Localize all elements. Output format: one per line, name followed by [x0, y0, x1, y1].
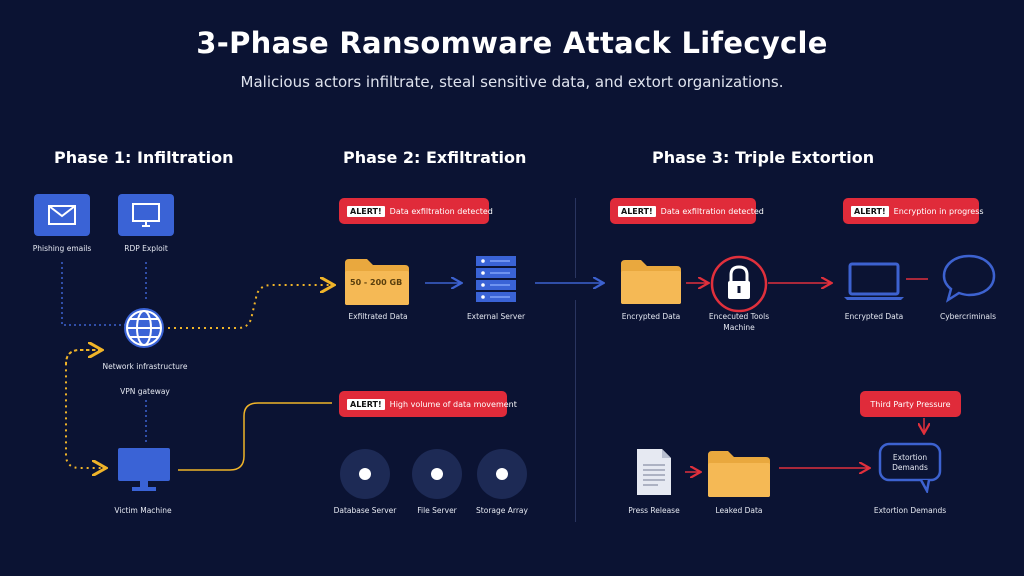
- network-label: Network infrastructure: [102, 362, 188, 371]
- rdp-label: RDP Exploit: [124, 244, 168, 253]
- fileserver-label: File Server: [417, 506, 457, 515]
- leaked-folder-icon: [708, 451, 770, 497]
- tools-label-1: Encecuted Tools: [708, 312, 770, 321]
- storage-label: Storage Array: [476, 506, 528, 515]
- database-label: Database Server: [333, 506, 397, 515]
- document-icon: [637, 449, 671, 495]
- extortion-demands-label: Extortion Demands: [873, 506, 947, 515]
- encrypted-data-label-2: Encrypted Data: [844, 312, 904, 321]
- server-icon: [476, 256, 516, 302]
- phase-1-heading: Phase 1: Infiltration: [54, 148, 234, 167]
- victim-monitor-icon: [118, 448, 170, 491]
- monitor-icon: [132, 203, 160, 227]
- divider-phase2-phase3-lower: [575, 300, 576, 522]
- alert-text: Data exfiltration detected: [389, 206, 493, 216]
- victim-label: Victim Machine: [114, 506, 172, 515]
- database-disk: [340, 449, 390, 499]
- third-party-text: Third Party Pressure: [870, 399, 951, 409]
- globe-icon: [124, 308, 164, 348]
- envelope-icon: [48, 205, 76, 225]
- alert-tag: ALERT!: [347, 398, 385, 410]
- line-phishing-to-network: [61, 262, 128, 326]
- encrypted-folder-icon: [621, 260, 681, 304]
- alert-tag: ALERT!: [347, 205, 385, 217]
- page-title: 3-Phase Ransomware Attack Lifecycle: [196, 26, 828, 60]
- external-server-label: External Server: [466, 312, 526, 321]
- cybercriminals-label: Cybercriminals: [940, 312, 996, 321]
- alert-high-volume: ALERT! High volume of data movement: [339, 391, 517, 417]
- line-loop-victim: [65, 349, 104, 468]
- lock-icon: [710, 255, 768, 313]
- line-network-to-exfil: [168, 285, 332, 329]
- alert-text: Encryption in progress: [893, 206, 984, 216]
- phase-3-heading: Phase 3: Triple Extortion: [652, 148, 875, 167]
- phase-2-heading: Phase 2: Exfiltration: [343, 148, 527, 167]
- alert-data-exfiltration: ALERT! Data exfiltration detected: [339, 198, 493, 224]
- encrypted-data-label-1: Encrypted Data: [621, 312, 681, 321]
- chat-bubble-icon: [942, 254, 996, 303]
- alert-tag: ALERT!: [618, 205, 656, 217]
- line-loop-top: [65, 350, 100, 365]
- phishing-label: Phishing emails: [32, 244, 92, 253]
- folder-size-text: 50 - 200 GB: [350, 278, 403, 287]
- bubble-text-1: Extortion: [892, 453, 928, 462]
- storage-disk: [477, 449, 527, 499]
- alert-p3-exfiltration: ALERT! Data exfiltration detected: [610, 198, 764, 224]
- vpn-label: VPN gateway: [120, 387, 170, 396]
- disk-icon: [431, 468, 443, 480]
- leaked-data-label: Leaked Data: [715, 506, 763, 515]
- divider-phase2-phase3: [575, 198, 576, 278]
- folder-icon: [345, 259, 409, 305]
- fileserver-disk: [412, 449, 462, 499]
- bubble-text-2: Demands: [892, 463, 928, 472]
- exfiltrated-label: Exfiltrated Data: [348, 312, 408, 321]
- third-party-pressure-badge: Third Party Pressure: [860, 391, 961, 417]
- alert-text: High volume of data movement: [389, 399, 517, 409]
- alert-tag: ALERT!: [851, 205, 889, 217]
- disk-icon: [359, 468, 371, 480]
- alert-text: Data exfiltration detected: [660, 206, 764, 216]
- extortion-bubble-icon: [878, 442, 942, 493]
- page-subtitle: Malicious actors infiltrate, steal sensi…: [240, 73, 784, 91]
- disk-icon: [496, 468, 508, 480]
- phishing-node: [34, 194, 90, 236]
- tools-label-2: Machine: [723, 323, 755, 332]
- laptop-icon: [844, 262, 904, 300]
- press-release-label: Press Release: [628, 506, 680, 515]
- rdp-node: [118, 194, 174, 236]
- line-victim-to-alert: [178, 402, 332, 471]
- alert-encryption: ALERT! Encryption in progress: [843, 198, 984, 224]
